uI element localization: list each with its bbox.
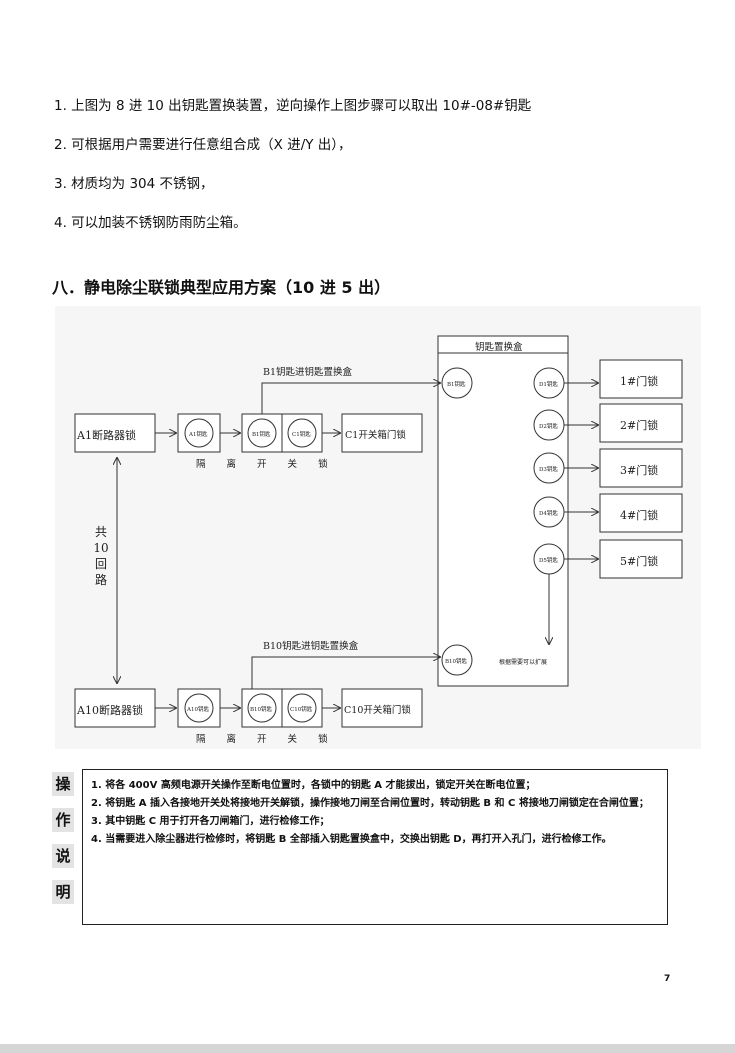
door-lock-5-label: 5#门锁 xyxy=(620,555,659,568)
out-key-d2-label: D2钥匙 xyxy=(539,424,558,430)
key-b10-label: B10钥匙 xyxy=(250,707,273,713)
section-title: 八．静电除尘联锁典型应用方案（10 进 5 出） xyxy=(52,278,391,297)
bottom-bar xyxy=(0,1044,735,1053)
breaker-lock-1-label: A1断路器锁 xyxy=(77,429,136,442)
operation-step-1: 1. 将各 400V 高频电源开关操作至断电位置时，各锁中的钥匙 A 才能拔出，… xyxy=(91,780,536,791)
circuit-label-3: 回 xyxy=(94,557,107,571)
operation-step-2: 2. 将钥匙 A 插入各接地开关处将接地开关解锁，操作接地刀闸至合闸位置时，转动… xyxy=(91,798,649,809)
out-key-d5-label: D5钥匙 xyxy=(539,558,558,564)
key-b1-label: B1钥匙 xyxy=(252,432,271,438)
operation-heading-char-2: 作 xyxy=(52,808,74,832)
key-c10-label: C10钥匙 xyxy=(290,707,313,713)
cabinet-lock-1-label: C1开关箱门锁 xyxy=(345,430,406,441)
cabinet-lock-10-box xyxy=(341,688,423,728)
diagram-lines xyxy=(74,335,683,728)
door-lock-2-label: 2#门锁 xyxy=(620,419,659,432)
isolation-label-bottom: 隔 离 开 关 锁 xyxy=(196,734,337,745)
out-key-d1-label: D1钥匙 xyxy=(539,382,558,388)
breaker-lock-1-box xyxy=(74,413,156,453)
breaker-lock-10-label: A10断路器锁 xyxy=(77,704,143,717)
bottom-arrow-label: B10钥匙进钥匙置换盒 xyxy=(263,641,359,652)
operation-heading-char-4: 明 xyxy=(52,880,74,904)
door-lock-3-label: 3#门锁 xyxy=(620,464,659,477)
key-a10-label: A10钥匙 xyxy=(187,707,209,713)
door-lock-4-label: 4#门锁 xyxy=(620,509,659,522)
key-a1-label: A1钥匙 xyxy=(189,432,208,438)
operation-heading-char-1: 操 xyxy=(52,772,74,796)
operation-step-4: 4. 当需要进入除尘器进行检修时，将钥匙 B 全部插入钥匙置换盒中，交换出钥匙 … xyxy=(91,834,612,845)
operation-heading-char-3: 说 xyxy=(52,844,74,868)
note-2: 2. 可根据用户需要进行任意组合成（X 进/Y 出）， xyxy=(54,137,352,153)
circuit-label-1: 共 xyxy=(94,525,107,539)
note-4: 4. 可以加装不锈钢防雨防尘箱。 xyxy=(54,215,247,231)
page-number: 7 xyxy=(664,974,671,984)
operation-steps-box: 1. 将各 400V 高频电源开关操作至断电位置时，各锁中的钥匙 A 才能拔出，… xyxy=(82,769,668,925)
out-key-d3-label: D3钥匙 xyxy=(539,467,558,473)
circuit-label-4: 路 xyxy=(94,573,107,587)
exchange-box-title: 钥匙置换盒 xyxy=(475,342,523,353)
cabinet-lock-10-label: C10开关箱门锁 xyxy=(344,705,411,716)
circuit-label-2: 10 xyxy=(93,541,109,555)
cabinet-lock-1-box xyxy=(341,413,423,453)
note-1: 1. 上图为 8 进 10 出钥匙置换装置，逆向操作上图步骤可以取出 10#-0… xyxy=(54,98,532,114)
note-3: 3. 材质均为 304 不锈钢， xyxy=(54,176,214,192)
breaker-lock-10-box xyxy=(74,688,156,728)
door-lock-1-label: 1#门锁 xyxy=(620,375,659,388)
out-key-d4-label: D4钥匙 xyxy=(539,511,558,517)
interlock-diagram: 钥匙置换盒 B1钥匙进钥匙置换盒 B10钥匙进钥匙置换盒 A1断路器锁 A10断… xyxy=(55,306,701,749)
operation-heading: 操 作 说 明 xyxy=(52,772,76,916)
isolation-label-top: 隔 离 开 关 锁 xyxy=(196,459,337,470)
box-in-b1-label: B1钥匙 xyxy=(447,382,466,388)
key-c1-label: C1钥匙 xyxy=(292,432,311,438)
box-in-b10-label: B10钥匙 xyxy=(445,659,468,665)
operation-step-3: 3. 其中钥匙 C 用于打开各刀闸箱门，进行检修工作； xyxy=(91,816,330,827)
expand-label: 根据需要可以扩展 xyxy=(499,659,548,666)
notes-list: 1. 上图为 8 进 10 出钥匙置换装置，逆向操作上图步骤可以取出 10#-0… xyxy=(54,96,694,252)
top-arrow-label: B1钥匙进钥匙置换盒 xyxy=(263,367,353,378)
